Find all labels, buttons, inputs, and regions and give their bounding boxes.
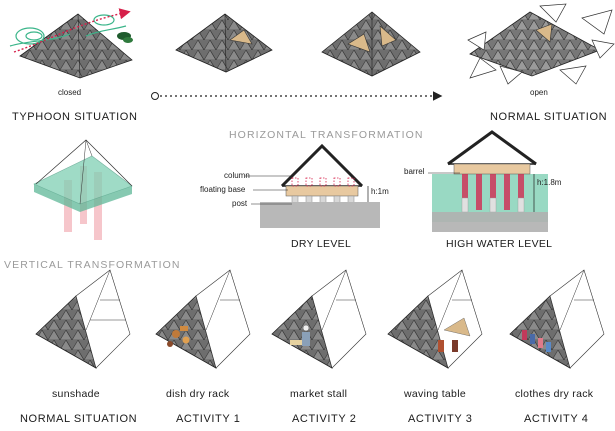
pyramid-closed [19, 13, 133, 79]
pyramid-stage-2 [175, 13, 273, 73]
closed-label: closed [58, 88, 82, 97]
situation-label-activity-2: ACTIVITY 2 [292, 413, 357, 425]
wind-arrow [13, 8, 131, 53]
use-label-dish-dry-rack: dish dry rack [166, 388, 230, 400]
use-label-waving-table: waving table [404, 388, 466, 400]
waving-table-graphic [387, 269, 483, 369]
situation-label-activity-3: ACTIVITY 3 [408, 413, 473, 425]
clothes-dry-rack-graphic [509, 269, 605, 369]
normal-situation-label: NORMAL SITUATION [490, 111, 608, 123]
pyramid-open [467, 3, 615, 85]
horizontal-transformation-title: HORIZONTAL TRANSFORMATION [229, 129, 424, 141]
situation-label-activity-4: ACTIVITY 4 [524, 413, 589, 425]
high-water-level-label: HIGH WATER LEVEL [446, 238, 553, 250]
high-water-section [428, 130, 548, 232]
dry-height-annotation: h:1m [371, 187, 389, 196]
high-height-annotation: h:1.8m [537, 178, 562, 187]
barrel-annotation: barrel [404, 167, 425, 176]
typhoon-situation-label: TYPHOON SITUATION [12, 111, 138, 123]
post-annotation: post [232, 199, 248, 208]
dish-dry-rack-graphic [155, 269, 251, 369]
situation-label-normal: NORMAL SITUATION [20, 413, 138, 425]
use-label-sunshade: sunshade [52, 388, 100, 400]
vertical-transformation-model [33, 139, 133, 240]
use-label-market-stall: market stall [290, 388, 348, 400]
market-stall-graphic [271, 269, 367, 369]
open-label: open [530, 88, 548, 97]
wind-swirl-icon [9, 14, 127, 47]
situation-label-activity-1: ACTIVITY 1 [176, 413, 241, 425]
use-label-clothes-dry-rack: clothes dry rack [515, 388, 594, 400]
dry-level-section [245, 143, 380, 228]
leaf-icon [123, 37, 133, 43]
column-annotation: column [224, 171, 250, 180]
pyramid-stage-3 [321, 11, 421, 77]
floating-base-annotation: floating base [200, 185, 246, 194]
arrow-start-circle [151, 92, 159, 100]
dry-level-label: DRY LEVEL [291, 238, 352, 250]
sunshade-graphic [35, 269, 131, 369]
vertical-transformation-title: VERTICAL TRANSFORMATION [4, 259, 181, 271]
